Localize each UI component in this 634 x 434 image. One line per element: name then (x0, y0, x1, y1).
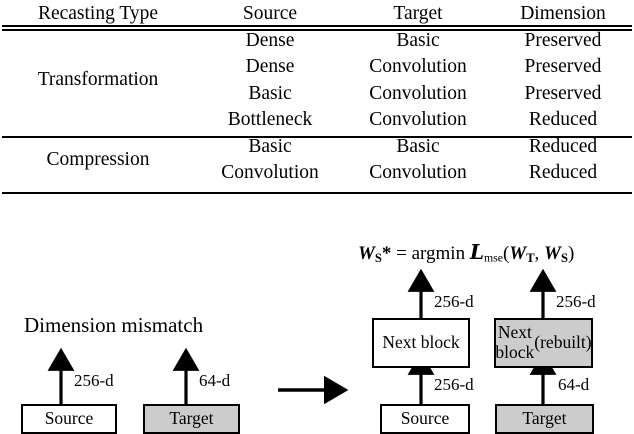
left-source-block: Source (21, 404, 117, 434)
table-bottom-rule (2, 192, 632, 194)
formula-lhs-var: W (358, 243, 375, 264)
column-header-dimension: Dimension (520, 2, 606, 24)
formula-open-paren: ( (502, 243, 510, 264)
cell-source: Dense (245, 29, 295, 51)
formula-loss-symbol: L (469, 240, 484, 264)
group-label-transformation: Transformation (37, 69, 159, 91)
left-source-output-dim-label: 256-d (74, 371, 114, 390)
formula-link-caret-wt (419, 275, 425, 282)
right-target-next-block-rebuilt: Next block (rebuilt) (494, 318, 593, 368)
table-top-rule-b (2, 29, 632, 31)
left-target-output-dim-label: 64-d (199, 371, 231, 390)
formula-arg1-var: W (509, 243, 527, 264)
recasting-type-table: Recasting Type Source Target Dimension T… (0, 0, 634, 196)
right-source-input-dim-label: 256-d (434, 375, 474, 394)
cell-source: Dense (245, 56, 295, 77)
cell-target: Convolution (369, 109, 467, 130)
formula-equals: = (396, 243, 407, 264)
objective-formula: WS* = argmin Lmse(WT, WS) (358, 240, 574, 266)
right-source-next-block: Next block (372, 318, 470, 368)
column-header-recasting-type: Recasting Type (37, 2, 159, 24)
cell-dimension: Reduced (528, 135, 598, 157)
formula-lhs-subscript: S (374, 250, 382, 265)
cell-target: Basic (396, 29, 440, 51)
dimension-mismatch-caption: Dimension mismatch (24, 313, 204, 337)
table-row: Compression Basic Basic Reduced (0, 133, 634, 169)
cell-source: Convolution (221, 162, 319, 183)
right-target-block: Target (495, 404, 594, 434)
table-group-separator-rule (2, 136, 632, 138)
cell-dimension: Reduced (528, 162, 598, 183)
right-target-next-block-line2: (rebuilt) (534, 332, 592, 353)
column-header-target: Target (393, 2, 443, 24)
formula-close-paren: ) (567, 243, 575, 264)
group-label-compression: Compression (46, 148, 150, 170)
right-target-next-block-line1: Next block (495, 322, 535, 362)
formula-loss-subscript: mse (484, 251, 503, 265)
table: Recasting Type Source Target Dimension T… (0, 0, 634, 186)
recasting-diagram: WS* = argmin Lmse(WT, WS) Dimension mism… (0, 196, 634, 434)
cell-source: Basic (248, 135, 292, 157)
formula-link-caret-ws (541, 275, 547, 282)
cell-source: Basic (248, 82, 292, 104)
cell-target: Basic (396, 135, 440, 157)
table-top-rule-a (2, 25, 632, 27)
formula-star: * (381, 243, 392, 264)
formula-arg1-subscript: T (526, 250, 535, 265)
table-row: Basic Convolution Preserved (0, 80, 634, 107)
cell-target: Convolution (369, 56, 467, 77)
table-row: Convolution Convolution Reduced (0, 160, 634, 187)
right-target-input-dim-label: 64-d (558, 375, 590, 394)
cell-dimension: Preserved (524, 82, 602, 104)
table-row: Transformation Dense Basic Preserved (0, 27, 634, 89)
formula-arg2-subscript: S (560, 250, 568, 265)
right-source-output-dim-label: 256-d (434, 292, 474, 311)
cell-dimension: Preserved (524, 29, 602, 51)
formula-comma: , (534, 243, 540, 264)
formula-arg2-var: W (544, 243, 561, 264)
table-row: Dense Convolution Preserved (0, 54, 634, 81)
cell-source: Bottleneck (227, 109, 313, 130)
cell-target: Convolution (369, 82, 467, 104)
column-header-source: Source (242, 2, 298, 24)
table-row: Bottleneck Convolution Reduced (0, 107, 634, 134)
right-source-block: Source (380, 404, 470, 434)
formula-argmin: argmin (411, 243, 466, 264)
cell-target: Convolution (369, 162, 467, 183)
cell-dimension: Preserved (524, 56, 602, 77)
cell-dimension: Reduced (528, 109, 598, 130)
table-header-row: Recasting Type Source Target Dimension (0, 0, 634, 27)
right-target-output-dim-label: 256-d (556, 292, 596, 311)
left-target-block: Target (143, 404, 240, 434)
